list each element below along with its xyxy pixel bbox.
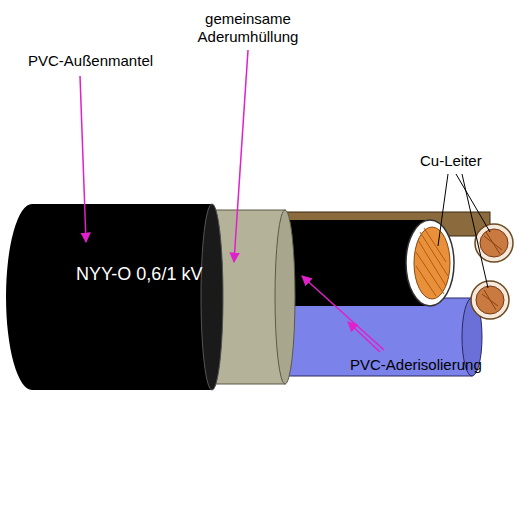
part-label: gemeinsame Aderumhüllung [188, 10, 308, 46]
part-label: PVC-Außenmantel [28, 52, 153, 70]
outer-sheath [6, 204, 223, 390]
cable-marking: NYY-O 0,6/1 kV [76, 264, 202, 286]
conductor-ends [471, 224, 513, 319]
part-label: Cu-Leiter [420, 152, 482, 170]
leader-lines [80, 50, 490, 352]
part-label: PVC-Aderisolierung [350, 356, 482, 374]
